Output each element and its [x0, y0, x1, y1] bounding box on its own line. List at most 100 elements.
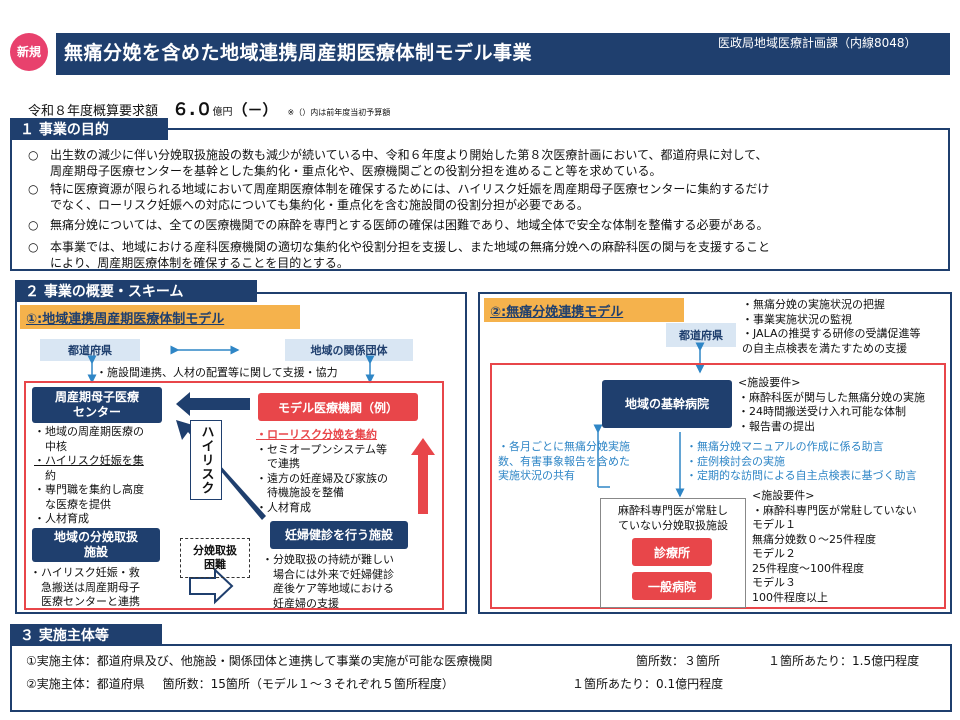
- high-risk-label-box: ハイリスク: [190, 420, 222, 500]
- monthly-report: ・各月ごとに無痛分娩実施 数、有害事象報告を含めた 実施状況の共有: [498, 440, 630, 484]
- difficulty-line-1: 分娩取扱: [193, 544, 237, 557]
- implementer-entity: ①実施主体：都道府県及び、他施設・関係団体と連携して事業の実施が可能な医療機関: [26, 654, 493, 668]
- new-badge: 新規: [10, 33, 48, 71]
- delivery-item: ・ハイリスク妊娠・救: [30, 566, 140, 579]
- checkup-item: 場合には外来で妊婦健診: [262, 567, 394, 581]
- budget-note: ※（）内は前年度当初予算額: [287, 108, 391, 117]
- facility-req: モデル１: [752, 518, 796, 531]
- implementer-tab: ３ 実施主体等: [10, 624, 162, 646]
- perinatal-center-box: 周産期母子医療センター: [32, 387, 162, 423]
- delivery-item: 医療センターと連携: [30, 595, 140, 608]
- purpose-text: 周産期母子医療センターを基幹とした集約化・重点化や、医療機関ごとの役割分担を進め…: [50, 164, 662, 178]
- support-item: ・無痛分娩マニュアルの作成に係る助言: [686, 440, 884, 453]
- prefecture-box: 都道府県: [40, 339, 140, 361]
- monthly-report-line: 実施状況の共有: [498, 469, 575, 482]
- center-item: ・地域の周産期医療の: [34, 425, 144, 438]
- delivery-title-2: 施設: [83, 545, 108, 559]
- purpose-text: 特に医療資源が限られる地域において周産期医療体制を確保するためには、ハイリスク妊…: [50, 182, 770, 196]
- checkup-item: 産後ケア等地域における: [262, 582, 394, 595]
- right-prefecture-box: 都道府県: [666, 323, 736, 347]
- implementer-per-1: １箇所あたり：1.5億円程度: [768, 654, 920, 668]
- related-orgs-box: 地域の関係団体: [285, 339, 413, 361]
- implementer-row-2: ②実施主体：都道府県 箇所数：15箇所（モデル１～３それぞれ５箇所程度）: [26, 675, 454, 692]
- purpose-text: 本事業では、地域における産科医療機関の適切な集約化や役割分担を支援し、また地域の…: [50, 240, 771, 254]
- checkup-item: ・分娩取扱の持続が難しい: [262, 553, 394, 566]
- center-item: ・ハイリスク妊娠を集: [34, 454, 144, 467]
- implementer-entity: ②実施主体：都道府県: [26, 677, 145, 691]
- support-list: ・無痛分娩マニュアルの作成に係る助言 ・症例検討会の実施 ・定期的な訪問による自…: [686, 440, 917, 484]
- monthly-report-line: ・各月ごとに無痛分娩実施: [498, 440, 630, 453]
- model1-heading: ①:地域連携周産期医療体制モデル: [20, 305, 300, 329]
- facility-box-line: 麻酔科専門医が常駐し: [618, 504, 728, 517]
- checkup-facility-box: 妊婦健診を行う施設: [270, 521, 408, 549]
- monthly-report-line: 数、有害事象報告を含めた: [498, 454, 630, 468]
- model-item: ・セミオープンシステム等: [256, 442, 388, 456]
- model2-heading: ②:無痛分娩連携モデル: [484, 298, 684, 322]
- model-item: 待機施設を整備: [256, 486, 344, 499]
- core-hospital-box: 地域の基幹病院: [602, 380, 732, 428]
- pref-duty: の自主点検表を満たすための支援: [742, 341, 907, 355]
- center-item: 中核: [34, 439, 67, 453]
- model2-panel: [478, 292, 952, 614]
- perinatal-center-title-2: センター: [72, 405, 121, 419]
- delivery-facility-box: 地域の分娩取扱施設: [32, 528, 160, 562]
- model-item: ・遠方の妊産婦及び家族の: [256, 471, 388, 485]
- purpose-text: により、周産期医療体制を確保することを目的とする。: [50, 256, 349, 270]
- perinatal-center-title-1: 周産期母子医療: [54, 390, 139, 404]
- facility-req: 100件程度以上: [752, 590, 828, 604]
- implementer-count-2: 箇所数：15箇所（モデル１～３それぞれ５箇所程度）: [162, 677, 454, 691]
- model-highlight: ・ローリスク分娩を集約: [256, 428, 377, 441]
- implementer-row-1: ①実施主体：都道府県及び、他施設・関係団体と連携して事業の実施が可能な医療機関: [26, 652, 492, 669]
- page-title: 無痛分娩を含めた地域連携周産期医療体制モデル事業: [64, 42, 533, 64]
- prefecture-duties: ・無痛分娩の実施状況の把握 ・事業実施状況の監視 ・JALAの推奨する研修の受講…: [742, 298, 920, 356]
- center-item: な医療を提供: [34, 497, 111, 511]
- facility-req: モデル２: [752, 547, 796, 560]
- purpose-text: 出生数の減少に伴い分娩取扱施設の数も減少が続いている中、令和６年度より開始した第…: [50, 148, 768, 162]
- facility-network-frame: [24, 381, 444, 610]
- purpose-tab: １ 事業の目的: [10, 118, 168, 140]
- core-req: ・麻酔科医が関与した無痛分娩の実施: [738, 390, 925, 404]
- checkup-items: ・分娩取扱の持続が難しい 場合には外来で妊婦健診 産後ケア等地域における 妊産婦…: [262, 553, 394, 611]
- core-req: <施設要件>: [738, 376, 801, 389]
- pref-duty: ・事業実施状況の監視: [742, 312, 852, 326]
- bullet-mark: ○: [28, 218, 39, 232]
- bullet-mark: ○: [28, 240, 39, 254]
- facility-box-line: ていない分娩取扱施設: [618, 518, 728, 532]
- delivery-title-1: 地域の分娩取扱: [53, 530, 138, 544]
- model-institution-items: ・ローリスク分娩を集約 ・セミオープンシステム等 で連携 ・遠方の妊産婦及び家族…: [256, 428, 388, 515]
- facility-req: ・麻酔科専門医が常駐していない: [752, 503, 917, 517]
- delivery-items: ・ハイリスク妊娠・救 急搬送は周産期母子 医療センターと連携: [30, 566, 140, 610]
- model-item: で連携: [256, 457, 300, 470]
- pref-duty: ・無痛分娩の実施状況の把握: [742, 298, 885, 311]
- facility-req: 25件程度～100件程度: [752, 561, 864, 575]
- perinatal-center-items: ・地域の周産期医療の 中核 ・ハイリスク妊娠を集 約 ・専門職を集約し高度 な医…: [34, 425, 144, 527]
- facility-req: モデル３: [752, 576, 796, 589]
- facility-req: <施設要件>: [752, 489, 815, 502]
- core-req: ・報告書の提出: [738, 419, 815, 433]
- model2-frame: [490, 363, 946, 609]
- implementer-count-1: 箇所数：３箇所: [636, 654, 721, 668]
- support-item: ・症例検討会の実施: [686, 454, 785, 468]
- budget-unit: 億円: [212, 107, 233, 118]
- core-requirements: <施設要件> ・麻酔科医が関与した無痛分娩の実施 ・24時間搬送受け入れ可能な体…: [738, 376, 925, 434]
- title-bar: [56, 33, 950, 75]
- checkup-item: 妊産婦の支援: [262, 596, 339, 610]
- center-item: 約: [34, 468, 56, 482]
- budget-amount: ６.０: [172, 100, 213, 120]
- high-risk-label: ハイリスク: [198, 425, 214, 495]
- difficulty-line-2: 困難: [204, 558, 226, 571]
- model-institution-box: モデル医療機関（例）: [258, 393, 418, 421]
- purpose-text: でなく、ローリスク妊娠への対応についても集約化・重点化を含む施設間の役割分担が必…: [50, 198, 589, 212]
- purpose-text: 無痛分娩については、全ての医療機関での麻酔を専門とする医師の確保は困難であり、地…: [50, 218, 769, 232]
- support-note: ・施設間連携、人材の配置等に関して支援・協力: [96, 366, 338, 379]
- center-item: ・人材育成: [34, 512, 89, 525]
- budget-label: 令和８年度概算要求額: [28, 104, 159, 119]
- facility-requirements: <施設要件> ・麻酔科専門医が常駐していない モデル１ 無痛分娩数０～25件程度…: [752, 489, 917, 605]
- implementer-per-2: １箇所あたり：0.1億円程度: [572, 677, 724, 691]
- general-hospital-box: 一般病院: [632, 572, 712, 600]
- pref-duty: ・JALAの推奨する研修の受講促進等: [742, 327, 921, 340]
- delivery-item: 急搬送は周産期母子: [30, 580, 140, 594]
- scheme-tab: ２ 事業の概要・スキーム: [15, 280, 257, 302]
